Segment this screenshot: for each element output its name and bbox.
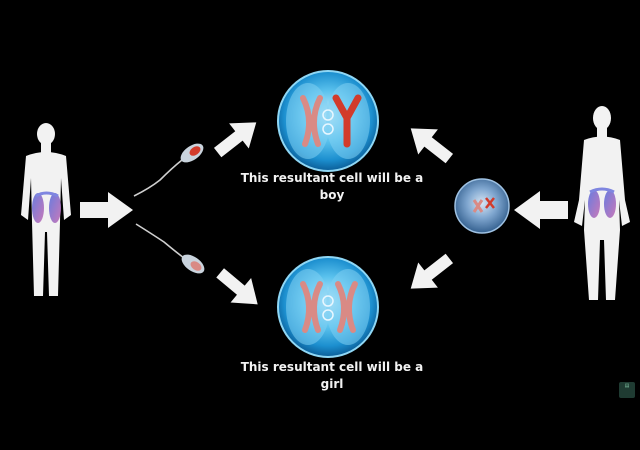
x-chromosome-icon — [300, 95, 323, 147]
male-figure-icon — [21, 123, 71, 296]
female-figure-icon — [574, 106, 630, 300]
boy-caption-line2: boy — [319, 188, 345, 202]
zygote-icon — [277, 256, 379, 358]
boy-caption-line1: This resultant cell will be a — [240, 171, 424, 185]
arrow-icon — [410, 253, 454, 289]
female-reproductive-organs — [588, 187, 616, 218]
arrow-icon — [514, 191, 568, 229]
arrow-icon — [410, 128, 454, 164]
arrow-icon — [216, 268, 258, 305]
x-chromosome-icon — [300, 281, 323, 333]
egg-cell-icon — [454, 178, 510, 234]
arrow-icon — [213, 122, 257, 158]
zygote-icon — [277, 70, 379, 172]
sperm-icon — [133, 143, 204, 197]
boy-caption: This resultant cell will be a boy — [222, 170, 442, 204]
ted-logo-icon: ▤ — [619, 382, 635, 398]
arrow-icon — [80, 192, 133, 228]
girl-caption: This resultant cell will be a girl — [222, 359, 442, 393]
male-reproductive-organs — [32, 191, 61, 223]
girl-caption-line2: girl — [320, 377, 344, 391]
girl-caption-line1: This resultant cell will be a — [240, 360, 424, 374]
y-chromosome-icon — [332, 94, 362, 148]
x-chromosome-icon — [335, 281, 358, 333]
sperm-icon — [135, 223, 205, 274]
